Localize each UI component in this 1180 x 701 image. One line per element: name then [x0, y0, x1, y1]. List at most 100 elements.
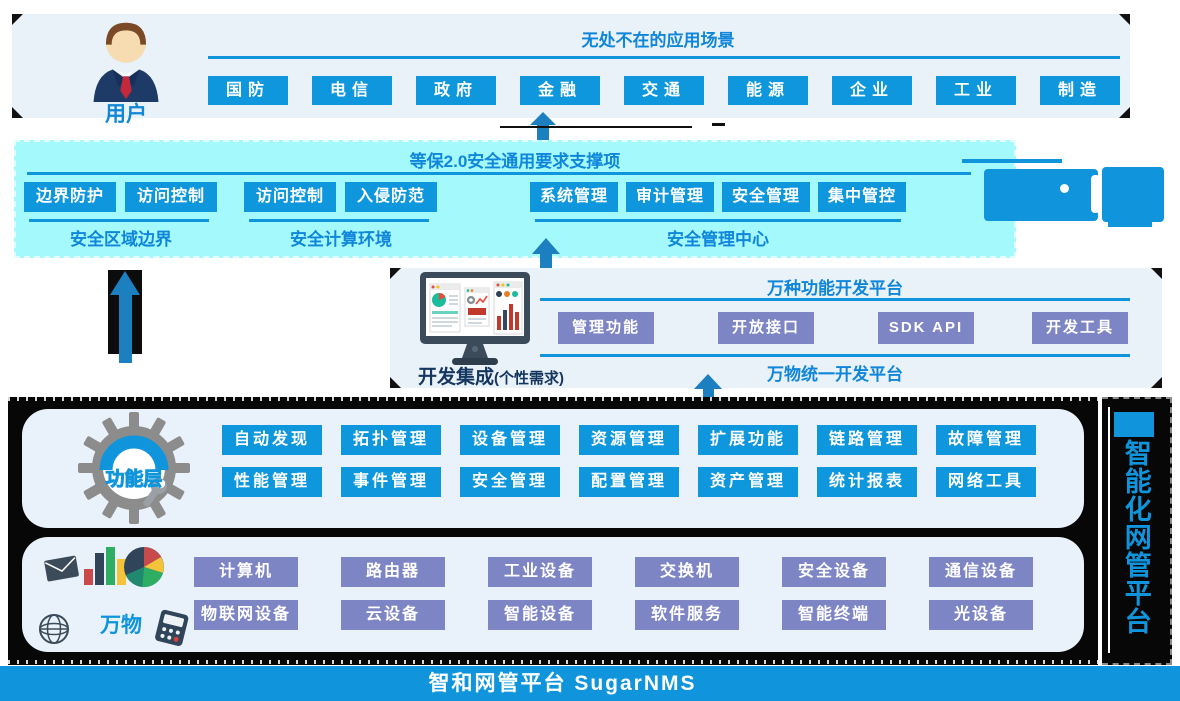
- group-underline: [29, 219, 209, 222]
- scenario-chip: 工业: [936, 76, 1016, 105]
- scenario-chip: 政府: [416, 76, 496, 105]
- function-chip: 统计报表: [817, 467, 917, 497]
- security-section: 等保2.0安全通用要求支撑项 边界防护 访问控制 安全区域边界 访问控制 入侵防…: [14, 140, 1016, 258]
- dashed-edge: [8, 397, 1098, 401]
- thing-chip: 物联网设备: [194, 600, 298, 630]
- dev-chip: 开放接口: [718, 312, 814, 344]
- security-chip: 系统管理: [530, 182, 618, 212]
- development-section: 开发集成(个性需求) 万种功能开发平台 管理功能 开放接口 SDK API 开发…: [390, 268, 1162, 388]
- function-chip: 配置管理: [579, 467, 679, 497]
- render-artifact: [962, 159, 1062, 163]
- dev-chip: SDK API: [878, 312, 974, 344]
- functions-panel: 功能层 自动发现 拓扑管理 设备管理 资源管理 扩展功能 链路管理 故障管理 性…: [22, 409, 1084, 528]
- gear-icon: 功能层: [78, 412, 190, 524]
- title-underline: [540, 354, 1130, 357]
- wrench-icon: [143, 478, 167, 507]
- function-chip: 拓扑管理: [341, 425, 441, 455]
- thing-chip: 智能设备: [488, 600, 592, 630]
- security-chip: 边界防护: [24, 182, 116, 212]
- group-underline: [535, 219, 901, 222]
- dashed-edge: [8, 660, 1098, 664]
- things-icons: [39, 547, 189, 646]
- things-label: 万物: [100, 614, 142, 637]
- envelope-icon: [44, 555, 79, 582]
- render-artifact: [984, 169, 1098, 221]
- pie-chart-icon: [124, 547, 164, 588]
- dev-chip: 开发工具: [1032, 312, 1128, 344]
- group-underline: [249, 219, 429, 222]
- render-artifact-line: [712, 123, 725, 126]
- corner-mark: [390, 377, 401, 388]
- scenario-chip: 制造: [1040, 76, 1120, 105]
- banner-divider: [1108, 407, 1110, 653]
- scenarios-title: 无处不在的应用场景: [581, 31, 735, 50]
- function-chip: 资源管理: [579, 425, 679, 455]
- thing-chip: 智能终端: [782, 600, 886, 630]
- thing-chip: 交换机: [635, 557, 739, 587]
- render-artifact: [1108, 222, 1152, 227]
- security-title: 等保2.0安全通用要求支撑项: [409, 152, 621, 171]
- title-underline: [208, 56, 1120, 59]
- thing-chip: 计算机: [194, 557, 298, 587]
- security-group-label: 安全管理中心: [667, 230, 769, 249]
- footer-title: 智和网管平台 SugarNMS: [428, 672, 697, 695]
- things-panel: 万物 计算机 路由器 工业设备 交换机 安全设备 通信设备 物联网设备 云设备 …: [22, 537, 1084, 652]
- up-arrow-icon: [530, 112, 556, 125]
- thing-chip: 路由器: [341, 557, 445, 587]
- calculator-icon: [155, 609, 189, 646]
- corner-mark: [12, 107, 23, 118]
- function-chip: 扩展功能: [698, 425, 798, 455]
- thing-chip: 通信设备: [929, 557, 1033, 587]
- things-row-1: 计算机 路由器 工业设备 交换机 安全设备 通信设备: [194, 557, 1033, 587]
- up-arrow-icon: [694, 374, 722, 389]
- thing-chip: 云设备: [341, 600, 445, 630]
- dev-top-platform-title: 万种功能开发平台: [767, 279, 903, 298]
- side-banner: 智能化网管平台: [1102, 397, 1172, 665]
- functions-row-1: 自动发现 拓扑管理 设备管理 资源管理 扩展功能 链路管理 故障管理: [222, 425, 1036, 455]
- security-group-label: 安全计算环境: [290, 230, 392, 249]
- development-label-main: 开发集成: [417, 367, 494, 388]
- corner-mark: [1119, 14, 1130, 25]
- security-group-boundary: 边界防护 访问控制: [24, 182, 217, 212]
- up-arrow-icon: [532, 238, 560, 254]
- bar-chart-icon: [84, 547, 126, 585]
- development-label: 开发集成(个性需求): [396, 362, 586, 389]
- up-arrow-stem: [703, 388, 714, 402]
- thing-chip: 软件服务: [635, 600, 739, 630]
- corner-mark: [390, 268, 401, 279]
- function-chip: 网络工具: [936, 467, 1036, 497]
- dev-chip: 管理功能: [558, 312, 654, 344]
- thing-chip: 工业设备: [488, 557, 592, 587]
- globe-icon: [39, 614, 69, 644]
- corner-mark: [1151, 268, 1162, 279]
- function-chip: 事件管理: [341, 467, 441, 497]
- scenario-chip: 金融: [520, 76, 600, 105]
- user-avatar-icon: [93, 22, 159, 102]
- function-chip: 资产管理: [698, 467, 798, 497]
- scenario-chip: 能源: [728, 76, 808, 105]
- thing-chip: 光设备: [929, 600, 1033, 630]
- up-arrow-stem: [537, 124, 549, 140]
- function-chip: 设备管理: [460, 425, 560, 455]
- monitor-dashboard-icon: [420, 272, 530, 365]
- function-chip: 安全管理: [460, 467, 560, 497]
- development-label-suffix: (个性需求): [494, 370, 564, 387]
- function-chip: 故障管理: [936, 425, 1036, 455]
- security-group-computing: 访问控制 入侵防范: [244, 182, 437, 212]
- scenarios-section: 用户 无处不在的应用场景 国防 电信 政府 金融 交通 能源 企业 工业 制造: [12, 14, 1130, 126]
- corner-mark: [1151, 377, 1162, 388]
- functions-label: 功能层: [105, 467, 162, 490]
- functions-row-2: 性能管理 事件管理 安全管理 配置管理 资产管理 统计报表 网络工具: [222, 467, 1036, 497]
- security-group-management: 系统管理 审计管理 安全管理 集中管控: [530, 182, 906, 212]
- corner-mark: [12, 14, 23, 25]
- render-artifact: [1091, 175, 1100, 213]
- security-chip: 入侵防范: [345, 182, 437, 212]
- function-chip: 自动发现: [222, 425, 322, 455]
- render-artifact: [1102, 167, 1164, 222]
- side-banner-text: 智能化网管平台: [1120, 439, 1151, 635]
- scenario-chip: 企业: [832, 76, 912, 105]
- function-chip: 性能管理: [222, 467, 322, 497]
- render-artifact-line: [500, 126, 692, 128]
- user-label: 用户: [105, 103, 147, 126]
